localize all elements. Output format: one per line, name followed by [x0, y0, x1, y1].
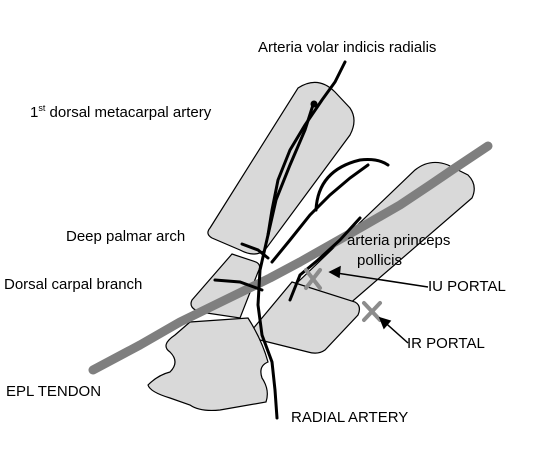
ir-portal-arrowhead: [378, 316, 392, 330]
portal-marks: [304, 268, 382, 322]
radial-artery-line: [256, 233, 279, 420]
thumb-vessel: [288, 216, 362, 302]
label-epl-tendon: EPL TENDON: [6, 383, 102, 400]
trapezoid-bone: [190, 253, 261, 319]
arteria-volar-line: [266, 60, 347, 237]
label-iu-portal: IU PORTAL: [428, 278, 506, 295]
scaphoid-bone: [147, 317, 269, 412]
epl-tendon: [88, 141, 493, 375]
label-deep-palmar-arch: Deep palmar arch: [66, 228, 186, 245]
dorsal-carpal-branch-line: [213, 278, 264, 292]
label-dorsal-metacarpal-text: dorsal metacarpal artery: [45, 104, 212, 121]
iu-portal-leader: [329, 271, 429, 288]
label-princeps-line1: arteria princeps: [347, 232, 451, 249]
iu-portal-mark: [304, 268, 322, 290]
metacarpal-bone: [207, 81, 355, 255]
label-dorsal-metacarpal-sup: st: [38, 103, 46, 113]
dorsal-metacarpal-line: [266, 103, 315, 237]
label-dorsal-metacarpal-num: 1: [30, 104, 39, 121]
label-radial-artery: RADIAL ARTERY: [291, 409, 409, 426]
arteries: [213, 60, 390, 420]
bones: [147, 81, 475, 412]
iu-portal-arrowhead: [328, 265, 341, 279]
label-ir-portal: IR PORTAL: [407, 335, 485, 352]
dorsal-metacarpal-tip: [310, 100, 318, 108]
label-princeps-line2: pollicis: [357, 252, 403, 269]
leader-arrows: [328, 265, 429, 344]
princeps-pollicis-line: [270, 163, 370, 264]
deep-palmar-arch-line: [240, 242, 270, 260]
curved-vessel: [314, 158, 390, 212]
label-dorsal-metacarpal: 1st dorsal metacarpal artery: [30, 104, 211, 122]
ir-portal-mark: [362, 301, 382, 322]
label-dorsal-carpal-branch: Dorsal carpal branch: [4, 276, 143, 293]
label-arteria-volar: Arteria volar indicis radialis: [258, 39, 437, 56]
